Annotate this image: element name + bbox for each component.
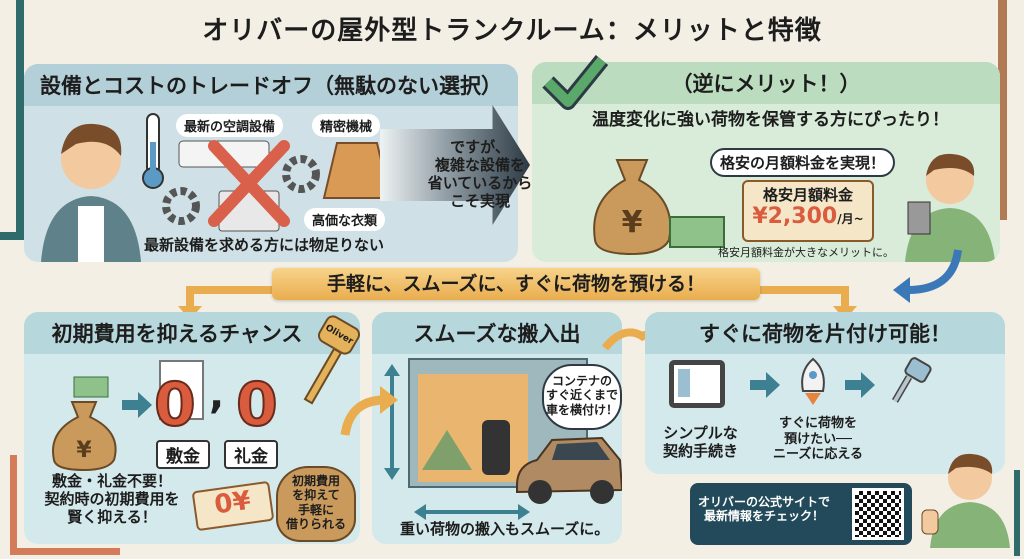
banner-headline: 手軽に、スムーズに、すぐに荷物を預ける！	[272, 268, 760, 300]
arrow-right-icon	[750, 372, 780, 398]
svg-text:¥: ¥	[622, 205, 643, 240]
panel-heading: 設備とコストのトレードオフ（無駄のない選択）	[24, 64, 518, 106]
page-title: オリバーの屋外型トランクルーム：メリットと特徴	[202, 16, 822, 46]
comma: ,	[209, 372, 225, 418]
tag-aircon: 最新の空調設備	[176, 114, 284, 137]
speech-bubble: コンテナの すぐ近くまで 車を横付け！	[542, 364, 622, 430]
arrow-right-icon	[122, 392, 152, 418]
panel-heading: 初期費用を抑えるチャンス	[24, 312, 360, 354]
tag-precision: 精密機械	[312, 114, 381, 137]
key-money-zero: 0	[235, 369, 279, 441]
document-icon	[159, 360, 204, 420]
smooth-caption: 重い荷物の搬入もスムーズに。	[400, 520, 610, 538]
panel-heading: すぐに荷物を片付け可能！	[645, 312, 1005, 354]
smiling-man-thumbs-up-illustration	[921, 453, 1010, 548]
tag-clothes: 高価な衣類	[304, 208, 386, 231]
tradeoff-caption: 最新設備を求める方には物足りない	[144, 236, 385, 254]
step-simple-contract: シンプルな 契約手続き	[663, 424, 739, 460]
broken-gear-icon	[282, 155, 320, 193]
panel-quick-storage: すぐに荷物を片付け可能！ シンプルな 契約手続き すぐに荷物を 預けたい── ニ…	[645, 312, 1005, 474]
key-icon	[891, 357, 932, 403]
thermometer-icon	[142, 113, 164, 189]
orange-curved-arrow	[340, 386, 398, 436]
corner-decoration-tr	[998, 0, 1024, 220]
horizontal-double-arrow-icon	[414, 504, 530, 520]
price-value: ¥2,300	[752, 204, 838, 229]
corner-decoration-tl	[0, 0, 24, 240]
arrow-right-icon	[845, 372, 875, 398]
money-bag-hands-icon: ¥	[52, 376, 117, 472]
official-site-qr-box[interactable]: オリバーの公式サイトで 最新情報をチェック！	[690, 483, 912, 545]
panel-initial-cost: 初期費用を抑えるチャンス ¥ 0 , 0 初期費用 を抑えて 手軽に 借りられる…	[24, 312, 360, 544]
check-mark-icon	[542, 54, 609, 110]
panel-tradeoff: 設備とコストのトレードオフ（無駄のない選択） 最新の空調設備 精密機械 高価な衣…	[24, 64, 518, 262]
rocket-icon	[801, 357, 825, 405]
qr-box-text: オリバーの公式サイトで 最新情報をチェック！	[698, 495, 831, 524]
tablet-icon	[669, 360, 725, 408]
merit-subheading: 温度変化に強い荷物を保管する方にぴったり！	[592, 110, 949, 130]
panel-merit: （逆にメリット！） 温度変化に強い荷物を保管する方にぴったり！ ¥ 格安の月額料…	[532, 62, 1000, 262]
deposit-zero: 0	[153, 369, 197, 441]
panel-heading: （逆にメリット！）	[532, 62, 1000, 104]
money-bag-text: 初期費用 を抑えて 手軽に 借りられる	[276, 466, 356, 542]
corner-decoration-br	[990, 470, 1020, 556]
suv-car-illustration	[516, 436, 622, 504]
panel-heading: スムーズな搬入出	[372, 312, 622, 354]
gear-icon	[162, 187, 200, 225]
svg-text:¥: ¥	[76, 438, 92, 463]
money-bag-icon: ¥	[593, 159, 672, 255]
banknotes-icon	[669, 216, 725, 248]
deposit-label: 敷金	[156, 440, 210, 469]
zero-yen-tag: 0¥	[191, 480, 275, 532]
price-tag: 格安月額料金 ¥2,300/月~	[742, 180, 874, 242]
arrow-text: ですが、 複雑な設備を 省いているから こそ実現	[427, 138, 533, 210]
blue-curved-arrow	[893, 249, 962, 303]
storage-container-illustration	[408, 358, 588, 488]
step-quick-needs: すぐに荷物を 預けたい── ニーズに応える	[773, 416, 863, 463]
initial-caption: 敷金・礼金不要！ 契約時の初期費用を 賢く抑える！	[44, 472, 180, 526]
smiling-man-thumbs-up-illustration	[905, 153, 995, 262]
key-money-label: 礼金	[224, 440, 278, 469]
corner-decoration-bl	[10, 455, 120, 555]
qr-code[interactable]	[852, 488, 904, 540]
worried-man-illustration	[41, 123, 141, 262]
vertical-double-arrow-icon	[384, 364, 400, 480]
air-conditioner-crossed-icon	[178, 140, 290, 232]
speech-bubble: 格安の月額料金を実現！	[710, 148, 896, 177]
panel-smooth-loading: スムーズな搬入出 コンテナの すぐ近くまで 車を横付け！ 重い荷物の搬入もスムー…	[372, 312, 622, 544]
merit-caption: 格安月額料金が大きなメリットに。	[718, 246, 894, 259]
